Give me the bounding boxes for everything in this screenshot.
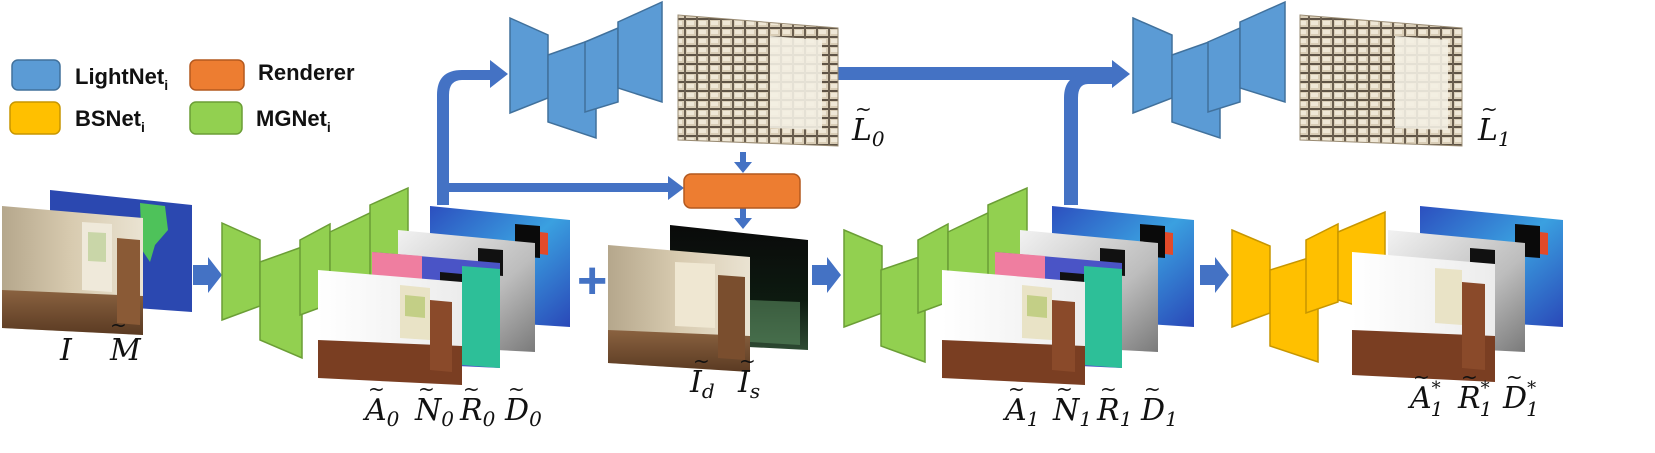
legend-item-renderer: Renderer <box>189 59 355 91</box>
legend-sub-mgnet: i <box>327 119 331 135</box>
svg-text:~: ~ <box>368 377 385 401</box>
label-input-image: I <box>59 333 73 368</box>
arrow-images-to-mgnet1 <box>812 257 841 293</box>
svg-text:BSNeti: BSNeti <box>75 106 145 135</box>
diffuse-image <box>608 245 750 372</box>
input-image <box>2 206 143 335</box>
legend-label-mgnet: MGNet <box>256 106 328 131</box>
plus-sign: + <box>577 252 607 310</box>
output1-albedo-map <box>942 270 1085 385</box>
arrow-renderer-to-images <box>734 208 752 229</box>
arrow-mgnet1-to-bsnet1 <box>1200 257 1229 293</box>
label-d1: D1 <box>1140 393 1178 431</box>
legend-swatch-renderer <box>189 59 245 91</box>
envmap-l1 <box>1299 14 1463 147</box>
legend-sub-bsnet: i <box>141 119 145 135</box>
label-n0: N0 <box>414 393 454 431</box>
label-a1-star: A*1 <box>1407 378 1443 421</box>
label-r0: R0 <box>459 393 496 431</box>
label-d1-star: D*1 <box>1502 378 1539 421</box>
label-id: Id <box>689 365 715 403</box>
svg-text:MGNeti: MGNeti <box>256 106 331 135</box>
arrow-envmap-to-lightnet1 <box>838 60 1130 88</box>
arrow-input-to-mgnet0 <box>193 257 222 293</box>
svg-text:LightNeti: LightNeti <box>75 64 168 93</box>
svg-text:~: ~ <box>1506 365 1523 389</box>
svg-text:~: ~ <box>1056 377 1073 401</box>
label-a0: A0 <box>362 393 400 431</box>
label-l0: L0 <box>851 113 885 151</box>
label-mask: M <box>109 333 142 368</box>
svg-text:~: ~ <box>1461 365 1478 389</box>
svg-text:~: ~ <box>1413 365 1430 389</box>
svg-text:~: ~ <box>693 349 710 373</box>
svg-text:Renderer: Renderer <box>258 60 355 85</box>
label-d0: D0 <box>504 393 542 431</box>
legend-swatch-mgnet <box>189 101 243 135</box>
arrow-to-lightnet0 <box>437 60 508 205</box>
svg-text:~: ~ <box>739 349 756 373</box>
label-is: Is <box>737 365 760 403</box>
arrow-mgnet1-to-lightnet1 <box>1064 74 1112 205</box>
svg-text:~: ~ <box>1481 97 1498 121</box>
legend-label-bsnet: BSNet <box>75 106 142 131</box>
svg-text:~: ~ <box>508 377 525 401</box>
envmap-l0 <box>677 14 839 147</box>
arrow-envmap-to-renderer <box>734 152 752 173</box>
legend: LightNeti Renderer BSNeti MGNeti <box>9 59 355 135</box>
legend-label-lightnet: LightNet <box>75 64 165 89</box>
arrow-to-renderer <box>449 176 684 200</box>
legend-label-renderer: Renderer <box>258 60 355 85</box>
label-n1: N1 <box>1052 393 1092 431</box>
final-albedo-map <box>1352 252 1495 382</box>
output0-albedo-map <box>318 270 462 385</box>
legend-swatch-bsnet <box>9 101 61 135</box>
svg-text:~: ~ <box>1144 377 1161 401</box>
legend-item-mgnet: MGNeti <box>189 101 331 135</box>
svg-text:~: ~ <box>855 97 872 121</box>
svg-text:~: ~ <box>1008 377 1025 401</box>
svg-text:~: ~ <box>418 377 435 401</box>
label-r1-star: R*1 <box>1457 378 1492 421</box>
label-a1: A1 <box>1002 393 1039 431</box>
lightnet0 <box>509 0 663 140</box>
tilde-accents: ~ ~ ~ ~ ~ ~ ~ ~ ~ ~ ~ ~ ~ ~ ~ <box>368 97 1523 401</box>
legend-sub-lightnet: i <box>164 77 168 93</box>
legend-swatch-lightnet <box>11 59 61 91</box>
arrows <box>193 60 1229 293</box>
legend-item-bsnet: BSNeti <box>9 101 145 135</box>
tilde-mask: ~ <box>110 313 127 337</box>
renderer-block <box>683 173 801 209</box>
lightnet1 <box>1132 0 1286 140</box>
svg-text:~: ~ <box>463 377 480 401</box>
math-labels: I M ~ A0 N0 R0 D0 Id Is L0 L1 A1 N1 R1 D… <box>59 113 1539 431</box>
legend-item-lightnet: LightNeti <box>11 59 168 93</box>
svg-text:~: ~ <box>1100 377 1117 401</box>
label-l1: L1 <box>1477 113 1511 151</box>
label-r1: R1 <box>1096 393 1132 431</box>
